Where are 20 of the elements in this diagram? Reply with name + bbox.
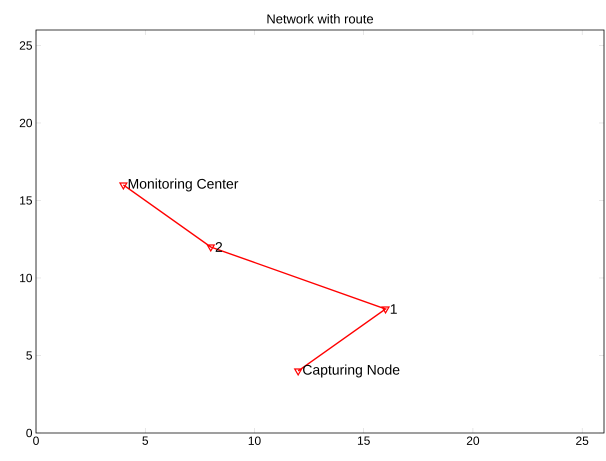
- x-tick-label: 0: [33, 436, 39, 445]
- y-tick-label: 10: [20, 274, 32, 282]
- y-tick-label: 25: [20, 41, 32, 50]
- x-tick-label: 10: [248, 436, 261, 445]
- y-tick-label: 5: [26, 351, 32, 360]
- y-tick-label: 0: [26, 428, 32, 438]
- point: [381, 306, 390, 314]
- point-label: Monitoring Center: [128, 178, 238, 192]
- x-tick-label: 5: [142, 436, 148, 445]
- point-label: Capturing Node: [303, 364, 400, 378]
- point: [206, 244, 215, 252]
- x-tick-label: 20: [466, 436, 480, 445]
- diagram-title: Network with route: [267, 14, 374, 24]
- point: [119, 182, 128, 190]
- point: [294, 368, 302, 376]
- y-tick-label: 15: [20, 196, 32, 205]
- point-label: 1: [390, 304, 397, 314]
- x-tick-label: 15: [358, 436, 370, 445]
- x-tick-label: 25: [576, 436, 588, 445]
- y-tick-label: 20: [20, 118, 32, 128]
